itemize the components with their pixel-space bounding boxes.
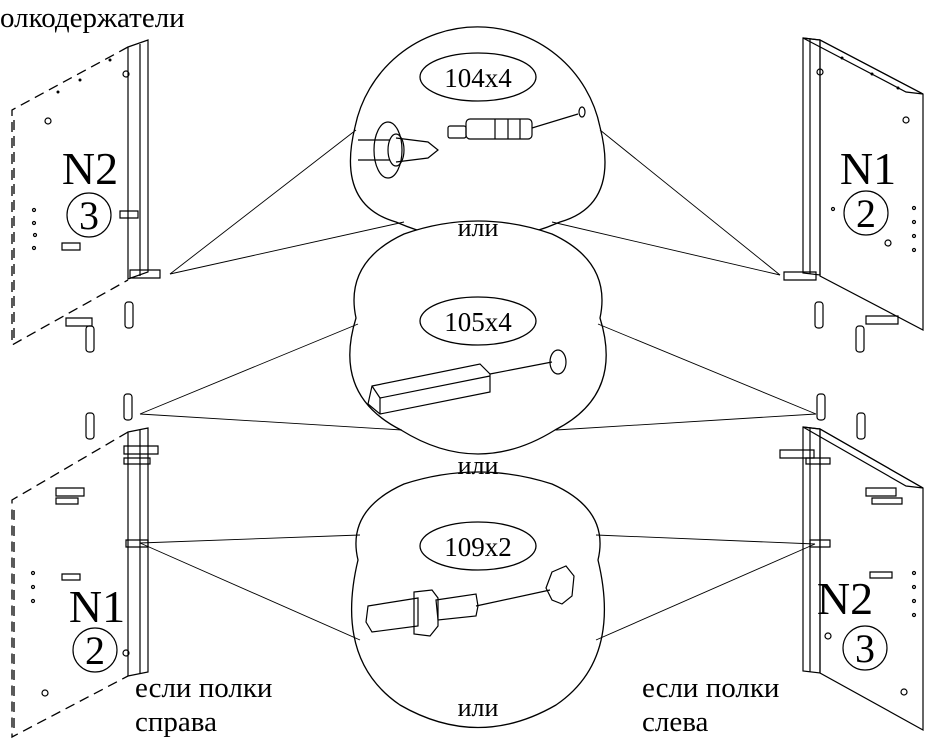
dowel-icon bbox=[367, 349, 567, 415]
panel-bottom-left: N1 2 bbox=[11, 393, 159, 739]
note-right-line1: если полки bbox=[642, 672, 779, 704]
number-circle bbox=[66, 192, 112, 238]
number-circle bbox=[842, 625, 888, 671]
panel-code: N1 bbox=[69, 581, 125, 632]
panel-code: N2 bbox=[62, 143, 118, 194]
note-right-line2: слева bbox=[642, 706, 709, 738]
callout-109: 109x2 bbox=[365, 521, 575, 637]
separator-or-3: или bbox=[458, 693, 499, 722]
part-label-oval bbox=[419, 521, 537, 571]
part-label-105: 105x4 bbox=[444, 307, 512, 337]
callout-105: 105x4 bbox=[367, 296, 567, 415]
panel-number: 3 bbox=[79, 193, 99, 238]
part-label-104: 104x4 bbox=[444, 63, 512, 93]
note-left-line1: если полки bbox=[135, 672, 272, 704]
note-left-line2: справа bbox=[135, 706, 217, 738]
callout-104: 104x4 bbox=[358, 52, 586, 179]
panel-top-left: N2 3 bbox=[11, 39, 161, 353]
panel-number: 3 bbox=[855, 626, 875, 671]
callout-bubble-1 bbox=[349, 26, 606, 241]
separator-or-1: или bbox=[458, 213, 499, 242]
panel-number: 2 bbox=[856, 191, 876, 236]
panel-code: N1 bbox=[840, 143, 896, 194]
number-circle bbox=[72, 627, 118, 673]
panel-top-right: N1 2 bbox=[783, 37, 924, 353]
connector-icon bbox=[365, 565, 575, 637]
part-label-oval bbox=[419, 296, 537, 346]
number-circle bbox=[843, 190, 889, 236]
separator-or-2: или bbox=[458, 451, 499, 480]
part-label-oval bbox=[419, 52, 537, 102]
header-title: олкодержатели bbox=[0, 2, 185, 34]
panel-bottom-right: N2 3 bbox=[779, 393, 924, 732]
callout-bubble-3 bbox=[350, 471, 606, 729]
panel-number: 2 bbox=[85, 628, 105, 673]
leader-lines bbox=[139, 129, 817, 641]
part-label-109: 109x2 bbox=[444, 532, 512, 562]
panel-code: N2 bbox=[817, 573, 873, 624]
screwdriver-and-pin-icon bbox=[358, 106, 586, 179]
